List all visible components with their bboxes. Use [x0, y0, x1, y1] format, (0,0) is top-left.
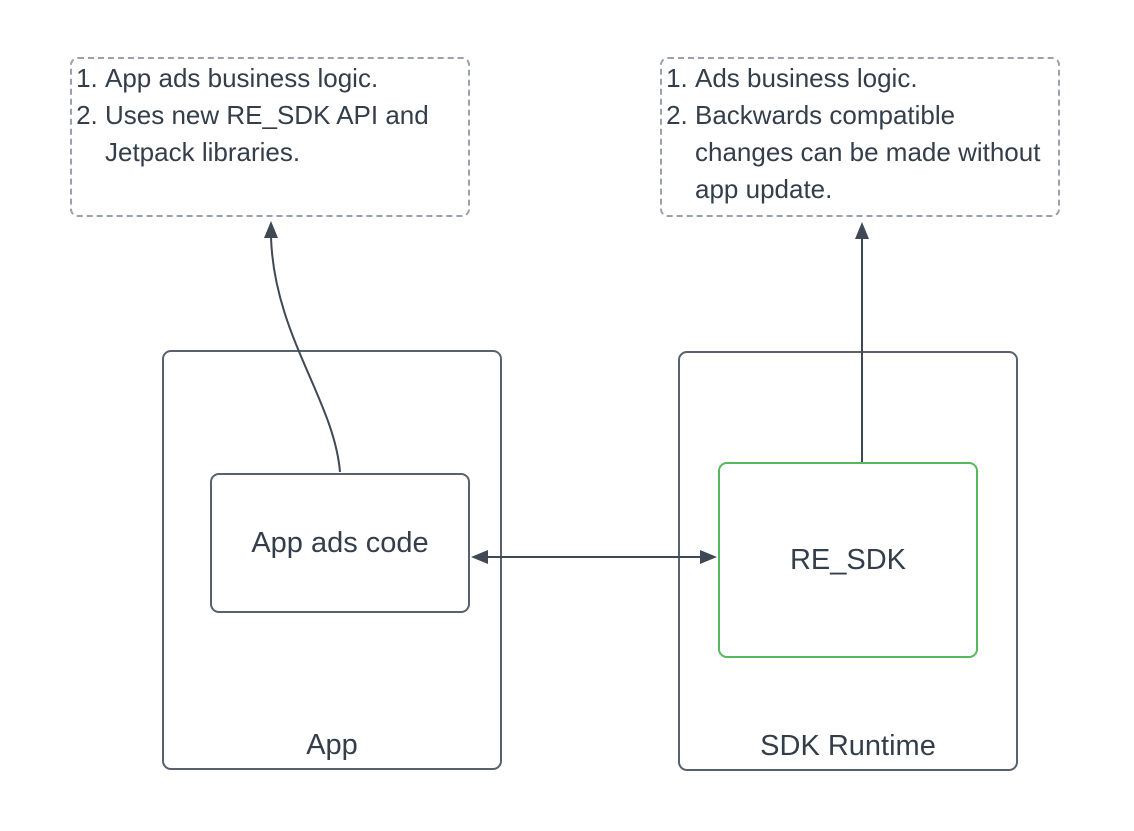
app-ads-code-box: App ads code: [210, 473, 470, 613]
app-annotation-item-1: App ads business logic.: [105, 60, 462, 97]
app-annotation-note: App ads business logic. Uses new RE_SDK …: [70, 57, 470, 217]
re-sdk-box: RE_SDK: [718, 462, 978, 658]
app-annotation-item-2: Uses new RE_SDK API and Jetpack librarie…: [105, 97, 462, 171]
app-ads-code-label: App ads code: [251, 526, 429, 559]
sdk-annotation-item-2: Backwards compatible changes can be made…: [695, 97, 1052, 208]
sdk-annotation-note: Ads business logic. Backwards compatible…: [660, 57, 1060, 217]
sdk-annotation-list: Ads business logic. Backwards compatible…: [662, 60, 1052, 208]
sdk-annotation-item-1: Ads business logic.: [695, 60, 1052, 97]
re-sdk-label: RE_SDK: [789, 543, 907, 576]
app-container-label: App: [306, 729, 358, 761]
app-annotation-list: App ads business logic. Uses new RE_SDK …: [72, 60, 462, 171]
sdk-runtime-container-label: SDK Runtime: [760, 730, 936, 762]
